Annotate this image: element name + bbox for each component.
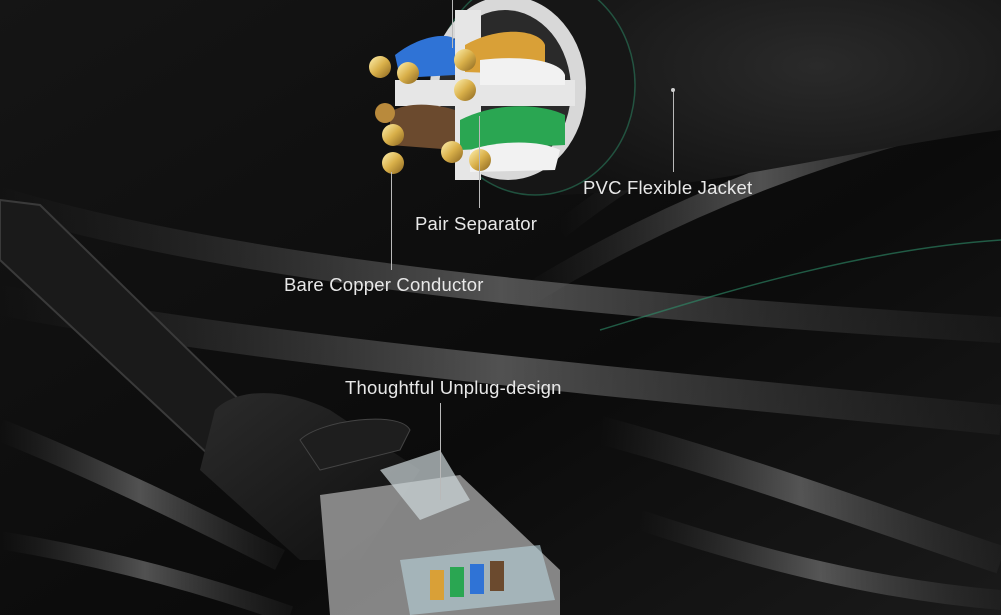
rj45-connector [0,198,560,615]
leader-line-jacket [673,90,674,172]
leader-line-unplug [440,403,441,500]
label-pvc-flexible-jacket: PVC Flexible Jacket [583,177,753,198]
label-pair-separator: Pair Separator [415,213,538,234]
latch-clip [380,450,470,520]
label-unplug-design: Thoughtful Unplug-design [345,377,562,398]
connector-wires [430,561,504,600]
wire-brown [390,104,455,150]
leader-line-top [452,0,453,48]
copper-conductors [369,49,491,174]
cable-cross-section [369,0,1001,196]
leader-dot-jacket [671,88,675,92]
leader-line-separator [479,116,480,208]
unplug-tab [299,418,411,471]
leader-line-conductor [391,172,392,270]
wire-green [460,106,565,150]
label-bare-copper-conductor: Bare Copper Conductor [284,274,484,295]
